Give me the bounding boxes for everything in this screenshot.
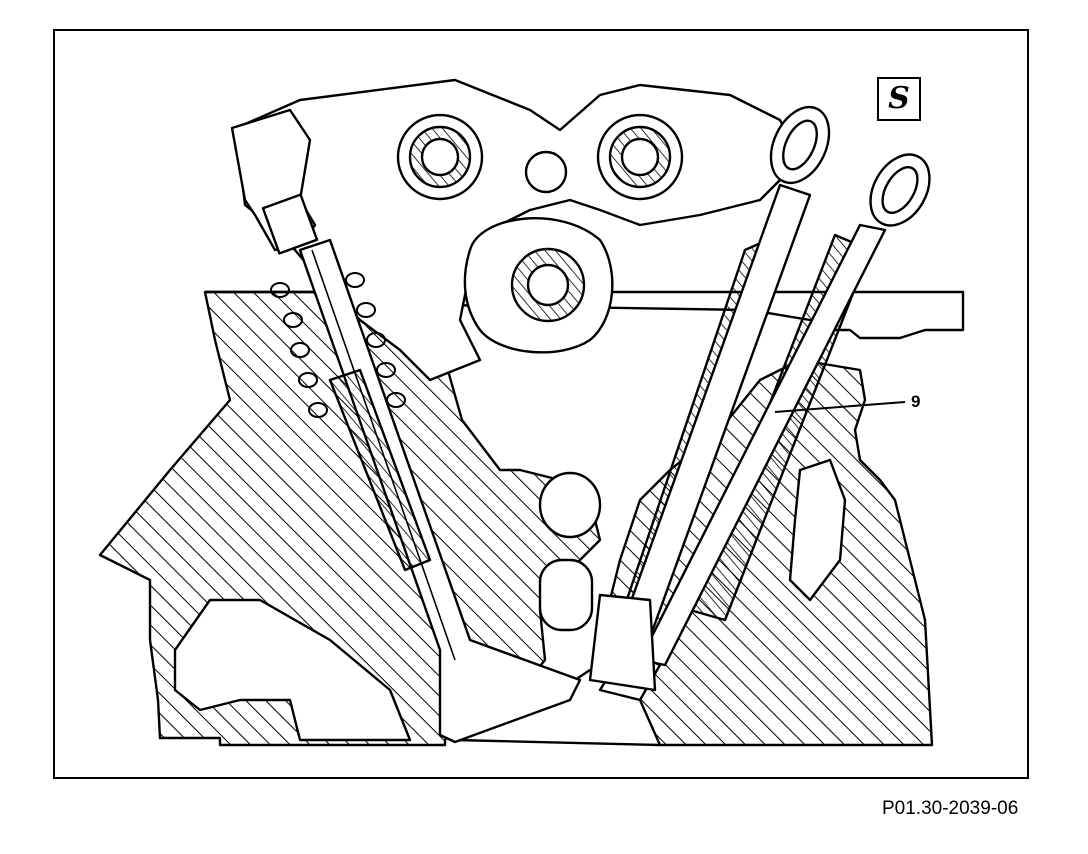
water-jacket-1 — [538, 471, 602, 539]
center-shaft-core — [526, 263, 570, 307]
figure-border — [53, 29, 1029, 779]
callout-leader-line — [774, 401, 906, 413]
callout-label-9: 9 — [911, 392, 921, 411]
water-jacket-3 — [788, 458, 847, 602]
camshaft-core-left — [420, 137, 460, 177]
oil-gallery — [524, 150, 568, 194]
water-jacket-2 — [538, 558, 594, 632]
figure-code: P01.30-2039-06 — [882, 798, 1019, 819]
valve-spring — [270, 272, 406, 418]
intake-port — [173, 598, 412, 742]
valve-stem-seal — [588, 593, 657, 692]
special-tool-icon: S — [877, 77, 921, 121]
rocker-pad — [261, 193, 319, 255]
valve-guide-left — [328, 368, 432, 572]
head-deck — [205, 290, 965, 340]
camshaft-core-right — [620, 137, 660, 177]
